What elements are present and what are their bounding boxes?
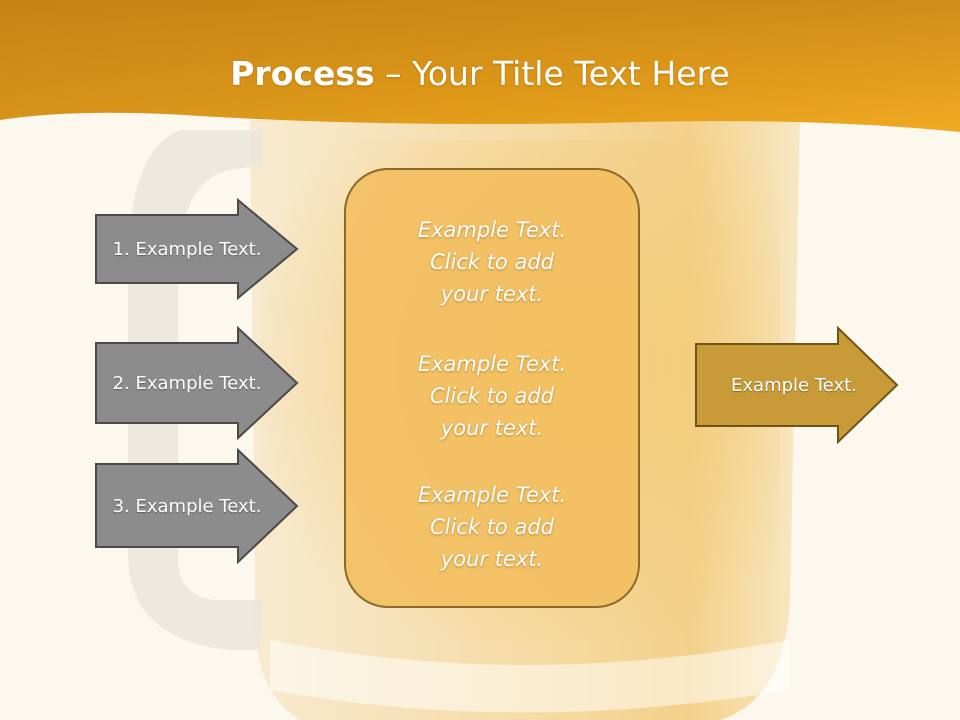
block-line: Click to add [429,250,554,274]
arrow-label: 1. Example Text. [112,238,262,260]
title-rest: – Your Title Text Here [374,54,730,93]
title-bold: Process [230,54,375,93]
block-line: your text. [440,282,544,306]
block-line: your text. [440,547,544,571]
arrow-shape [95,448,299,564]
slide-title: Process – Your Title Text Here [0,52,960,96]
arrow-label: Example Text. [731,374,857,396]
center-text-box[interactable]: Example Text. Click to add your text. Ex… [344,168,640,608]
arrow-label: 3. Example Text. [112,495,262,517]
process-arrow-3[interactable]: 3. Example Text. [94,448,300,564]
arrow-shape [95,198,299,300]
process-arrow-2[interactable]: 2. Example Text. [94,326,300,440]
process-arrow-1[interactable]: 1. Example Text. [94,198,300,300]
block-line: Click to add [429,515,554,539]
block-line: Example Text. [417,218,567,242]
center-block-2: Example Text. Click to add your text. [346,348,638,444]
block-line: Click to add [429,384,554,408]
center-block-1: Example Text. Click to add your text. [346,214,638,310]
block-line: Example Text. [417,483,567,507]
arrow-label: 2. Example Text. [112,372,262,394]
result-arrow[interactable]: Example Text. [694,326,900,444]
arrow-shape [95,326,299,440]
block-line: Example Text. [417,352,567,376]
arrow-shape [695,326,899,444]
block-line: your text. [440,416,544,440]
center-block-3: Example Text. Click to add your text. [346,479,638,575]
